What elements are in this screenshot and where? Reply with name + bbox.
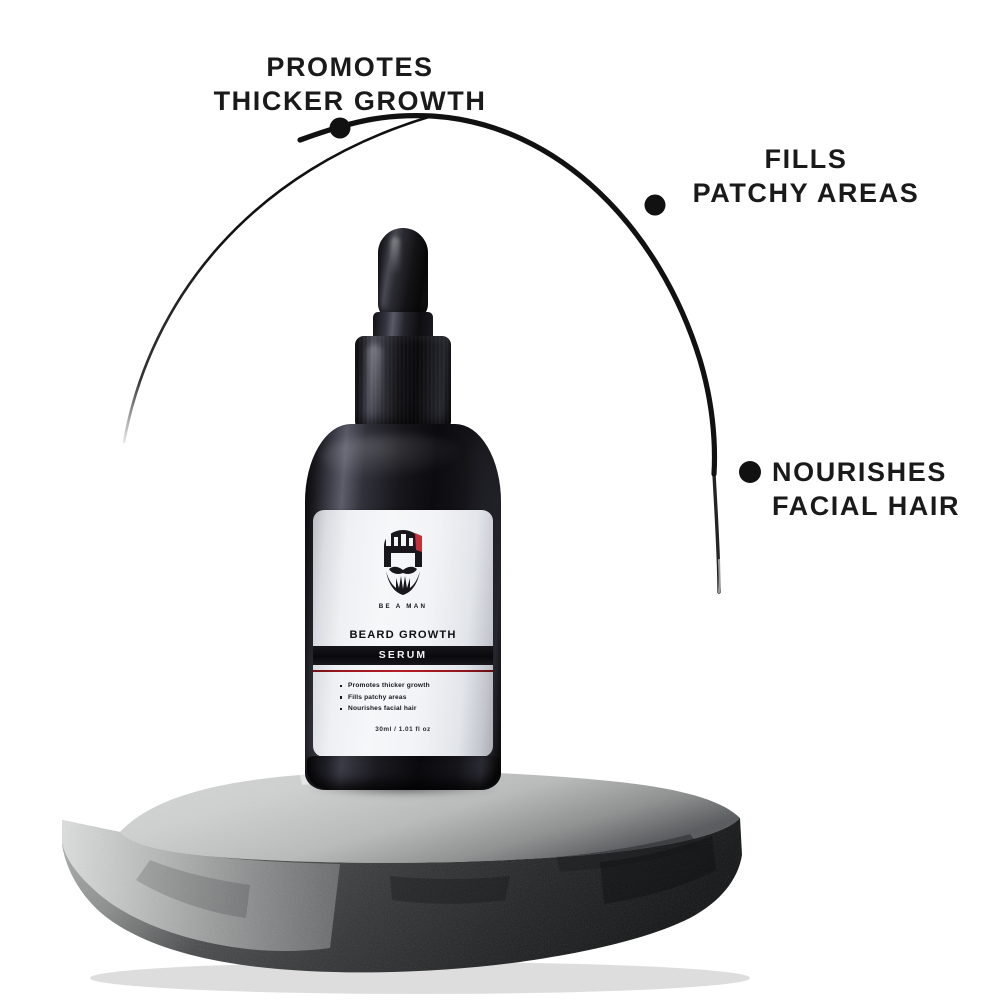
dropper-bulb[interactable] bbox=[378, 228, 428, 320]
callout-promotes-thicker-growth: PROMOTES THICKER GROWTH bbox=[213, 52, 487, 117]
rock-crevice-a bbox=[390, 876, 510, 904]
product-type-band: SERUM bbox=[313, 646, 493, 665]
bottle-gloss bbox=[321, 434, 471, 480]
rock-ground-shadow bbox=[90, 962, 750, 994]
benefit-item: Fills patchy areas bbox=[339, 692, 430, 704]
serum-bottle[interactable]: BE A MAN BEARD GROWTH SERUM Promotes thi… bbox=[303, 228, 503, 790]
brand-logo-block: BE A MAN bbox=[313, 526, 493, 610]
net-volume: 30ml / 1.01 fl oz bbox=[375, 726, 431, 733]
brand-tagline: BE A MAN bbox=[378, 603, 428, 610]
dropper-collar[interactable] bbox=[355, 336, 451, 432]
product-name: BEARD GROWTH bbox=[349, 629, 457, 641]
accent-rule bbox=[313, 670, 493, 672]
bearded-man-logo bbox=[384, 530, 422, 595]
rock-crevice-b bbox=[600, 836, 716, 904]
benefit-item: Nourishes facial hair bbox=[339, 703, 430, 715]
callout-fills-patchy-areas: FILLS PATCHY AREAS bbox=[692, 144, 920, 209]
product-label: BE A MAN BEARD GROWTH SERUM Promotes thi… bbox=[313, 510, 493, 757]
benefit-item: Promotes thicker growth bbox=[339, 680, 430, 692]
bottle-base bbox=[307, 756, 499, 790]
callout-nourishes-facial-hair: NOURISHES FACIAL HAIR bbox=[772, 457, 961, 522]
rock-top-texture bbox=[120, 770, 740, 863]
rock-edge-shade bbox=[556, 834, 700, 872]
rock-crevice-c bbox=[136, 860, 250, 918]
product-type: SERUM bbox=[378, 650, 428, 661]
benefit-list: Promotes thicker growth Fills patchy are… bbox=[339, 680, 430, 715]
rock-face-left-texture bbox=[62, 820, 340, 951]
